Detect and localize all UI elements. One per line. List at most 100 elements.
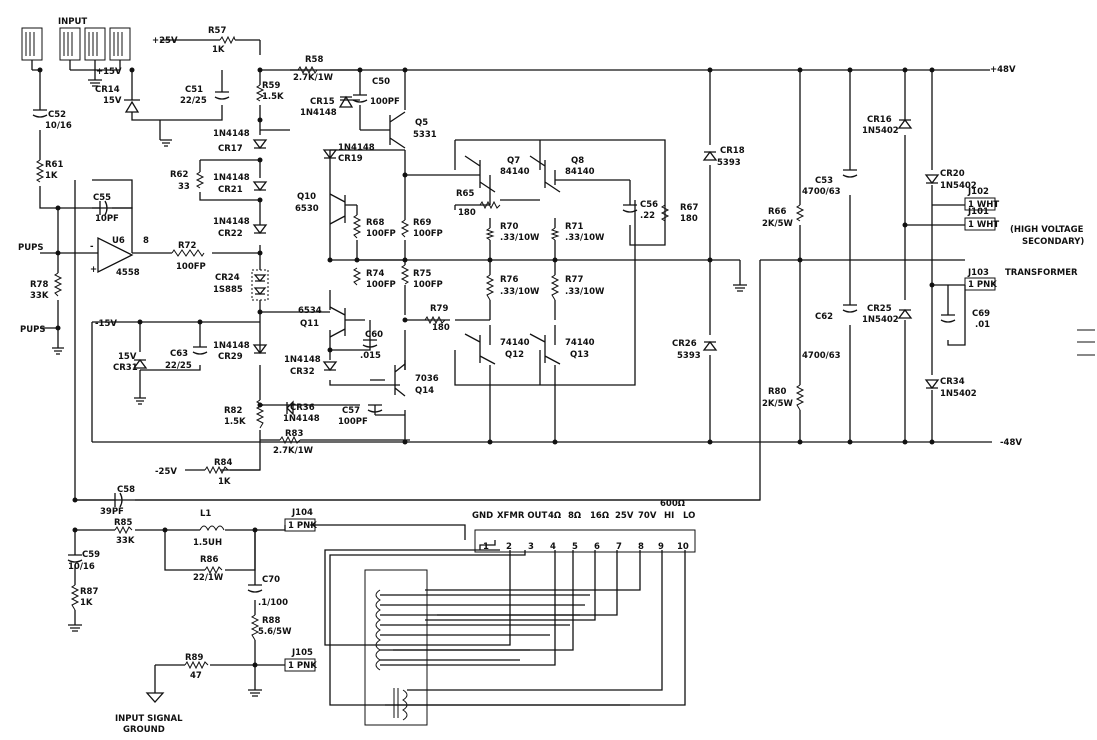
r66-value: 2K/5W: [762, 219, 794, 229]
r57-ref: R57: [208, 26, 226, 36]
r67-ref: R67: [680, 203, 698, 213]
resistor-r88-symbol: [250, 614, 260, 641]
resistor-r80-symbol: [795, 384, 805, 411]
j104-value: 1 PNK: [288, 521, 317, 531]
q13-part: 74140: [565, 338, 595, 348]
resistor-r72-symbol: [171, 249, 205, 257]
q14-ref: Q14: [415, 386, 434, 396]
c53-value: 4700/63: [802, 187, 841, 197]
j101-ref: J101: [967, 207, 989, 217]
terminal-4: 4: [550, 542, 556, 552]
transistor-q13-symbol: [529, 333, 561, 365]
resistor-r87-symbol: [70, 584, 80, 611]
c56-ref: C56: [640, 200, 658, 210]
tap-gnd: GND: [472, 511, 493, 521]
transistor-q12-symbol: [464, 333, 496, 365]
tap-16ohm: 16Ω: [590, 511, 609, 521]
jumper-j102-symbol: [964, 197, 996, 211]
c60-value: .015: [360, 351, 381, 361]
resistor-r69-symbol: [400, 219, 410, 238]
r69-ref: R69: [413, 218, 431, 228]
pups-label-b: PUPS: [20, 325, 45, 335]
cr31-ref: CR31: [113, 363, 138, 373]
cr16-ref: CR16: [867, 115, 892, 125]
resistor-r85-symbol: [114, 525, 133, 535]
c51-ref: C51: [185, 85, 203, 95]
j103-value: 1 PNK: [968, 280, 997, 290]
c52-ref: C52: [48, 110, 66, 120]
c62-value: 4700/63: [802, 351, 841, 361]
capacitor-c53-symbol: [842, 169, 858, 178]
r76-value: .33/10W: [500, 287, 540, 297]
diode-cr36-symbol: [286, 400, 294, 416]
q7-value: 84140: [500, 167, 530, 177]
diode-cr26-symbol: [702, 340, 718, 351]
input-signal-label: INPUT SIGNAL: [115, 714, 183, 724]
r85-ref: R85: [114, 518, 132, 528]
c55-value: 10PF: [95, 214, 119, 224]
op-amp-pin-minus: -: [90, 242, 94, 252]
tap-4ohm: 4Ω: [548, 511, 561, 521]
c57-value: 100PF: [338, 417, 368, 427]
cr16-value: 1N5402: [862, 126, 899, 136]
capacitor-c52-symbol: [32, 109, 48, 118]
r87-value: 1K: [80, 598, 93, 608]
r68-value: 100FP: [366, 229, 396, 239]
input-label: INPUT: [58, 17, 87, 27]
cr25-value: 1N5402: [862, 315, 899, 325]
cr19-ref: CR19: [338, 154, 363, 164]
pups-label-a: PUPS: [18, 243, 43, 253]
q8-ref: Q8: [571, 156, 584, 166]
diode-cr31-symbol: [132, 358, 148, 369]
transistor-q11-symbol: [329, 306, 346, 338]
component-labels: R57 1K R58 2.7K/1W R59 1.5K R61 1K R62 3…: [30, 26, 999, 681]
c70-value: .1/100: [258, 598, 288, 608]
cr32-ref: CR32: [290, 367, 315, 377]
q11-ref: Q11: [300, 319, 319, 329]
q5-value: 5331: [413, 130, 437, 140]
terminal-8: 8: [638, 542, 644, 552]
cr15-ref: CR15: [310, 97, 335, 107]
jumper-j101-symbol: [964, 217, 996, 231]
diode-cr14-symbol: [124, 99, 140, 113]
r71-ref: R71: [565, 222, 583, 232]
q12-part: 74140: [500, 338, 530, 348]
terminal-6: 6: [594, 542, 600, 552]
input-connector-block: INPUT +15V: [21, 17, 131, 87]
cr36-value: 1N4148: [283, 414, 320, 424]
j105-value: 1 PNK: [288, 661, 317, 671]
r58-ref: R58: [305, 55, 323, 65]
resistor-r75-symbol: [400, 264, 410, 285]
r66-ref: R66: [768, 207, 786, 217]
c70-ref: C70: [262, 575, 280, 585]
resistor-r65-symbol: [479, 200, 501, 210]
r87-ref: R87: [80, 587, 98, 597]
cr20-value: 1N5402: [940, 181, 977, 191]
capacitor-c70-symbol: [247, 584, 263, 593]
c63-ref: C63: [170, 349, 188, 359]
j104-ref: J104: [291, 508, 313, 518]
jumper-j104-symbol: [284, 518, 316, 532]
q12-ref: Q12: [505, 350, 524, 360]
terminal-numbers: 1 2 3 4 5 6 7 8 9 10: [483, 542, 689, 552]
j102-ref: J102: [967, 187, 989, 197]
q7-ref: Q7: [507, 156, 520, 166]
r80-value: 2K/5W: [762, 399, 794, 409]
r83-ref: R83: [285, 429, 303, 439]
resistor-r84-symbol: [204, 465, 229, 475]
cr20-ref: CR20: [940, 169, 965, 179]
r67-value: 180: [680, 214, 698, 224]
r68-ref: R68: [366, 218, 384, 228]
high-voltage-label: (HIGH VOLTAGE: [1010, 225, 1084, 235]
diode-cr20-symbol: [924, 174, 940, 185]
r82-ref: R82: [224, 406, 242, 416]
l1-value: 1.5UH: [193, 538, 222, 548]
cr22-part: 1N4148: [213, 217, 250, 227]
resistor-r58-symbol: [297, 65, 318, 75]
diode-cr18-symbol: [702, 150, 718, 161]
cr18-value: 5393: [717, 158, 741, 168]
r62-value: 33: [178, 182, 190, 192]
op-amp-u6-symbol: [97, 236, 134, 274]
r74-value: 100FP: [366, 280, 396, 290]
cr24-ref: CR24: [215, 273, 240, 283]
